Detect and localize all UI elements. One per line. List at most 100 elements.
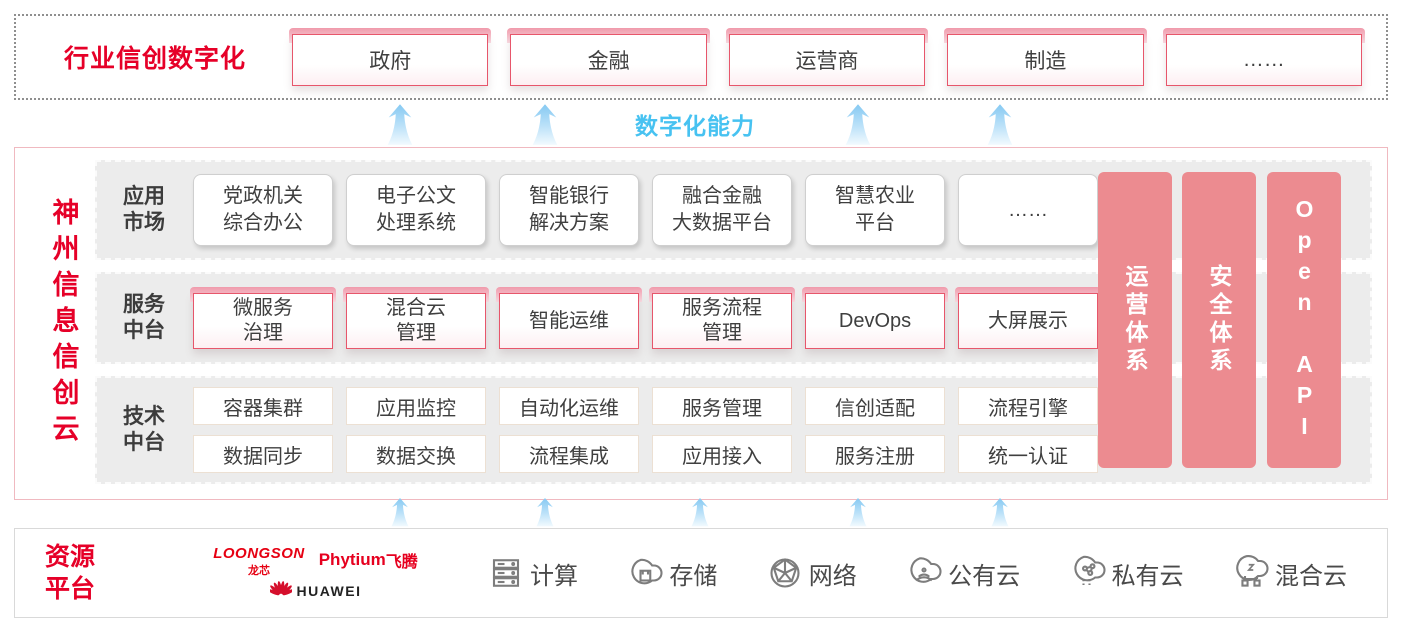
row-app-market: 应用 市场 党政机关 综合办公 电子公文 处理系统 智能银行 解决方案 融合金融… <box>95 160 1372 260</box>
up-arrow-icon <box>845 104 871 145</box>
industry-card-label: 金融 <box>510 34 707 86</box>
industry-card-label: 运营商 <box>728 34 926 86</box>
loongson-cn-label: 龙芯 <box>247 565 270 577</box>
industry-list: 政府 金融 运营商 制造 …… <box>289 28 1366 86</box>
tech-card: 容器集群 <box>193 387 333 425</box>
app-card: 电子公文 处理系统 <box>346 174 486 246</box>
resource-item-hybrid-cloud: 混合云 <box>1233 555 1347 591</box>
app-card: 党政机关 综合办公 <box>193 174 333 246</box>
row-label-tech-platform: 技术 中台 <box>123 404 165 454</box>
tech-card: 流程集成 <box>499 435 639 473</box>
resource-arrow-band <box>0 498 1402 528</box>
tech-platform-cards: 容器集群 应用监控 自动化运维 服务管理 信创适配 流程引擎 数据同步 数据交换… <box>193 387 1098 473</box>
up-arrow-icon <box>536 498 554 527</box>
resource-item-label: 存储 <box>669 562 718 590</box>
tech-card: 信创适配 <box>805 387 945 425</box>
huawei-wordmark: HUAWEI <box>296 583 362 599</box>
service-card-label: 服务流程 管理 <box>652 293 792 349</box>
tech-card: 应用监控 <box>346 387 486 425</box>
private-cloud-icon <box>1073 555 1106 585</box>
service-card: DevOps <box>802 287 948 349</box>
service-card: 大屏展示 <box>955 287 1101 349</box>
tech-card: 数据同步 <box>193 435 333 473</box>
resource-item-private-cloud: 私有云 <box>1070 555 1184 591</box>
up-arrow-icon <box>387 104 413 145</box>
service-card-label: 大屏展示 <box>958 293 1098 349</box>
phytium-cn-label: 飞腾 <box>385 554 418 571</box>
resource-item-storage: 存储 <box>627 555 717 591</box>
service-card-label: 微服务 治理 <box>193 293 333 349</box>
tech-card: 服务管理 <box>652 387 792 425</box>
resource-items: 计算 存储 网络 公有云 <box>488 555 1347 591</box>
app-card-more: …… <box>958 174 1098 246</box>
tech-card: 服务注册 <box>805 435 945 473</box>
app-card: 融合金融 大数据平台 <box>652 174 792 246</box>
industry-card-label: …… <box>1165 34 1362 86</box>
up-arrow-icon <box>987 104 1013 145</box>
industry-card-finance: 金融 <box>507 28 711 86</box>
phytium-wordmark: Phytium <box>318 550 386 569</box>
resource-item-public-cloud: 公有云 <box>906 555 1020 591</box>
up-arrow-icon <box>691 498 709 527</box>
xinchuang-cloud-panel: 神州信息信创云 应用 市场 党政机关 综合办公 电子公文 处理系统 智能银行 解… <box>14 147 1388 500</box>
tech-card: 统一认证 <box>958 435 1098 473</box>
industry-card-label: 政府 <box>292 34 489 86</box>
pillar-operation-system: 运营体系 <box>1098 172 1172 468</box>
row-service-platform: 服务 中台 微服务 治理 混合云 管理 智能运维 服务流程 管理 DevOps … <box>95 272 1372 364</box>
resource-item-compute: 计算 <box>488 555 578 591</box>
resource-item-label: 计算 <box>530 562 578 590</box>
row-label-service-platform: 服务 中台 <box>123 292 165 342</box>
app-card: 智能银行 解决方案 <box>499 174 639 246</box>
service-card-label: DevOps <box>805 293 945 349</box>
service-card: 混合云 管理 <box>343 287 489 349</box>
industry-card-manufacturing: 制造 <box>944 28 1147 86</box>
row-tech-platform: 技术 中台 容器集群 应用监控 自动化运维 服务管理 信创适配 流程引擎 数据同… <box>95 376 1372 484</box>
vendor-logos: LOONGSON 龙芯 Phytium 飞腾 <box>203 545 428 601</box>
up-arrow-icon <box>532 104 558 145</box>
capability-arrow-band: 数字化能力 <box>0 100 1402 147</box>
row-label-app-market: 应用 市场 <box>123 184 165 234</box>
compute-icon <box>492 559 520 587</box>
tech-card: 数据交换 <box>346 435 486 473</box>
platform-side-title: 神州信息信创云 <box>48 197 79 450</box>
huawei-logo: HUAWEI <box>269 581 362 601</box>
platform-rows: 应用 市场 党政机关 综合办公 电子公文 处理系统 智能银行 解决方案 融合金融… <box>95 160 1372 484</box>
service-card: 微服务 治理 <box>190 287 336 349</box>
service-card: 智能运维 <box>496 287 642 349</box>
resource-item-network: 网络 <box>767 555 857 591</box>
up-arrow-icon <box>991 498 1009 527</box>
industry-card-operator: 运营商 <box>725 28 929 86</box>
app-market-cards: 党政机关 综合办公 电子公文 处理系统 智能银行 解决方案 融合金融 大数据平台… <box>193 174 1098 246</box>
resource-platform-band: 资源 平台 LOONGSON 龙芯 Phytium 飞腾 <box>14 528 1388 618</box>
huawei-flower-icon <box>269 581 292 596</box>
resource-item-label: 混合云 <box>1274 562 1347 590</box>
resource-platform-title: 资源 平台 <box>45 542 96 604</box>
phytium-logo: Phytium 飞腾 <box>319 548 418 572</box>
public-cloud-icon <box>910 557 942 583</box>
pillar-security-system: 安全体系 <box>1182 172 1256 468</box>
tech-card: 应用接入 <box>652 435 792 473</box>
industry-digitalization-band: 行业信创数字化 政府 金融 运营商 制造 …… <box>14 14 1388 100</box>
industry-band-title: 行业信创数字化 <box>64 45 247 73</box>
industry-card-label: 制造 <box>947 34 1144 86</box>
loongson-wordmark: LOONGSON <box>213 545 305 562</box>
network-icon <box>770 558 800 588</box>
resource-item-label: 网络 <box>808 562 857 590</box>
app-card: 智慧农业 平台 <box>805 174 945 246</box>
up-arrow-icon <box>391 498 409 527</box>
service-card-label: 智能运维 <box>499 293 639 349</box>
service-platform-cards: 微服务 治理 混合云 管理 智能运维 服务流程 管理 DevOps 大屏展示 <box>190 287 1101 349</box>
industry-card-more: …… <box>1162 28 1366 86</box>
resource-item-label: 私有云 <box>1111 562 1184 590</box>
up-arrow-icon <box>849 498 867 527</box>
resource-item-label: 公有云 <box>948 562 1021 590</box>
storage-icon <box>631 558 663 585</box>
tech-card: 自动化运维 <box>499 387 639 425</box>
service-card: 服务流程 管理 <box>649 287 795 349</box>
industry-card-government: 政府 <box>289 28 492 86</box>
tech-card: 流程引擎 <box>958 387 1098 425</box>
pillar-open-api: Open API <box>1267 172 1341 468</box>
loongson-logo: LOONGSON 龙芯 <box>213 545 305 578</box>
capability-label: 数字化能力 <box>635 113 755 139</box>
service-card-label: 混合云 管理 <box>346 293 486 349</box>
